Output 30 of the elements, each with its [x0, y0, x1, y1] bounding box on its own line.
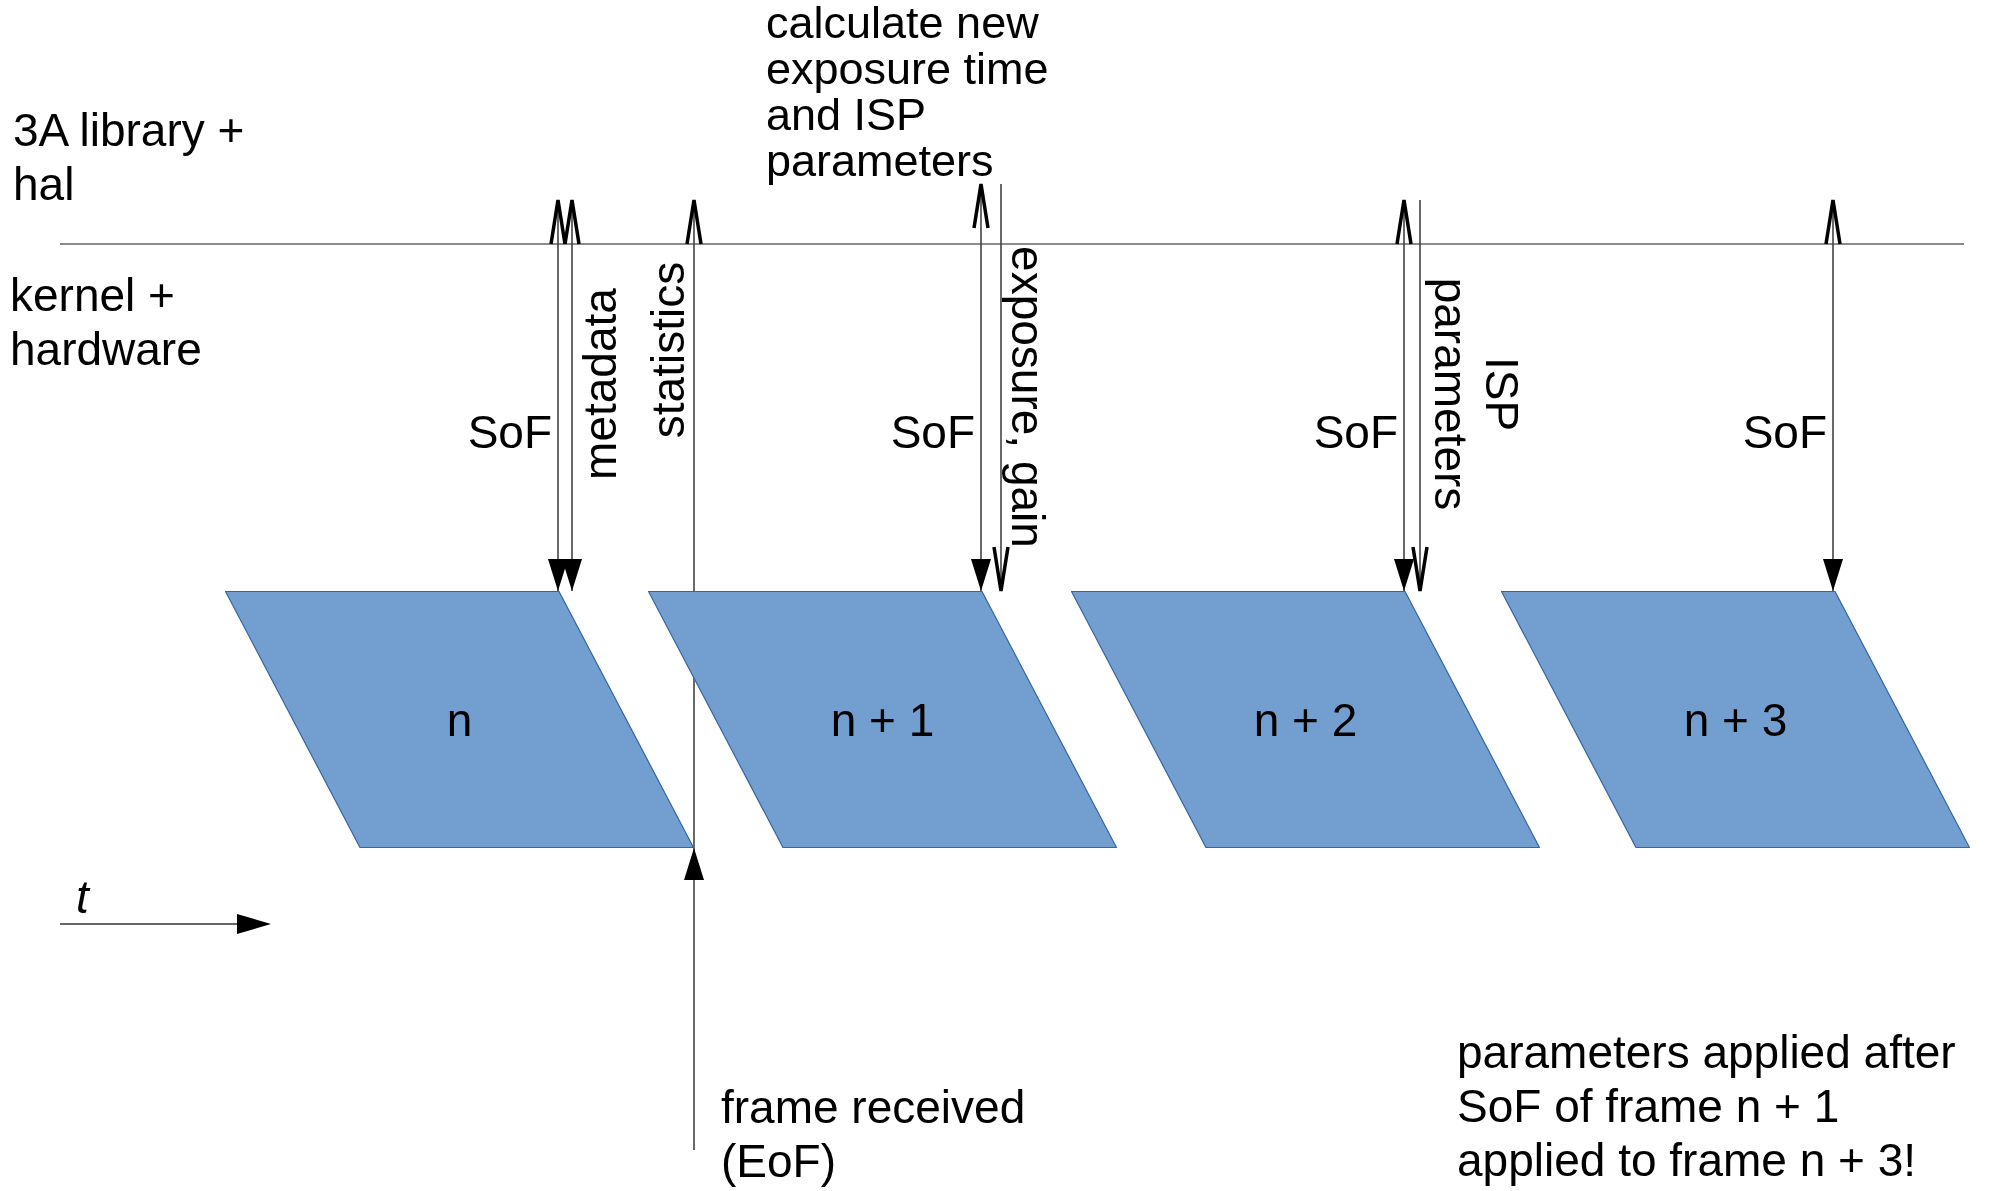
arrow — [971, 182, 991, 592]
event-text: frame received (EoF) — [721, 1080, 1027, 1188]
arrow — [992, 183, 1010, 593]
frame-label: n + 1 — [830, 692, 935, 747]
arrow — [1823, 198, 1843, 592]
edge-label: SoF — [1313, 405, 1398, 459]
frame-label: n — [446, 692, 473, 747]
arrow — [1394, 198, 1414, 592]
frame-parallelogram — [648, 591, 1117, 848]
edge-label: ISP parameters — [1425, 276, 1527, 513]
frame-parallelogram — [225, 591, 694, 848]
note-text: parameters applied after SoF of frame n + 1 applied to frame n + 3! — [1457, 1025, 1957, 1187]
edge-label: SoF — [467, 405, 552, 459]
edge-label: SoF — [890, 405, 975, 459]
note-text: t — [76, 870, 92, 924]
arrow — [684, 847, 704, 1151]
frame-label: n + 2 — [1253, 692, 1358, 747]
arrow — [1411, 199, 1429, 593]
edge-label: exposure, gain — [1002, 246, 1054, 548]
arrow — [562, 198, 582, 592]
frame-parallelogram — [1071, 591, 1540, 848]
frame-label: n + 3 — [1683, 692, 1788, 747]
note-text: 3A library + hal — [13, 103, 246, 211]
note-text: kernel + hardware — [10, 268, 203, 376]
edge-label: metadata — [574, 288, 626, 480]
edge-label: statistics — [642, 261, 694, 439]
frame-parallelogram — [1501, 591, 1970, 848]
edge-label: SoF — [1742, 405, 1827, 459]
arrow — [548, 198, 568, 592]
event-text: calculate new exposure time and ISP parameters — [766, 0, 1050, 184]
